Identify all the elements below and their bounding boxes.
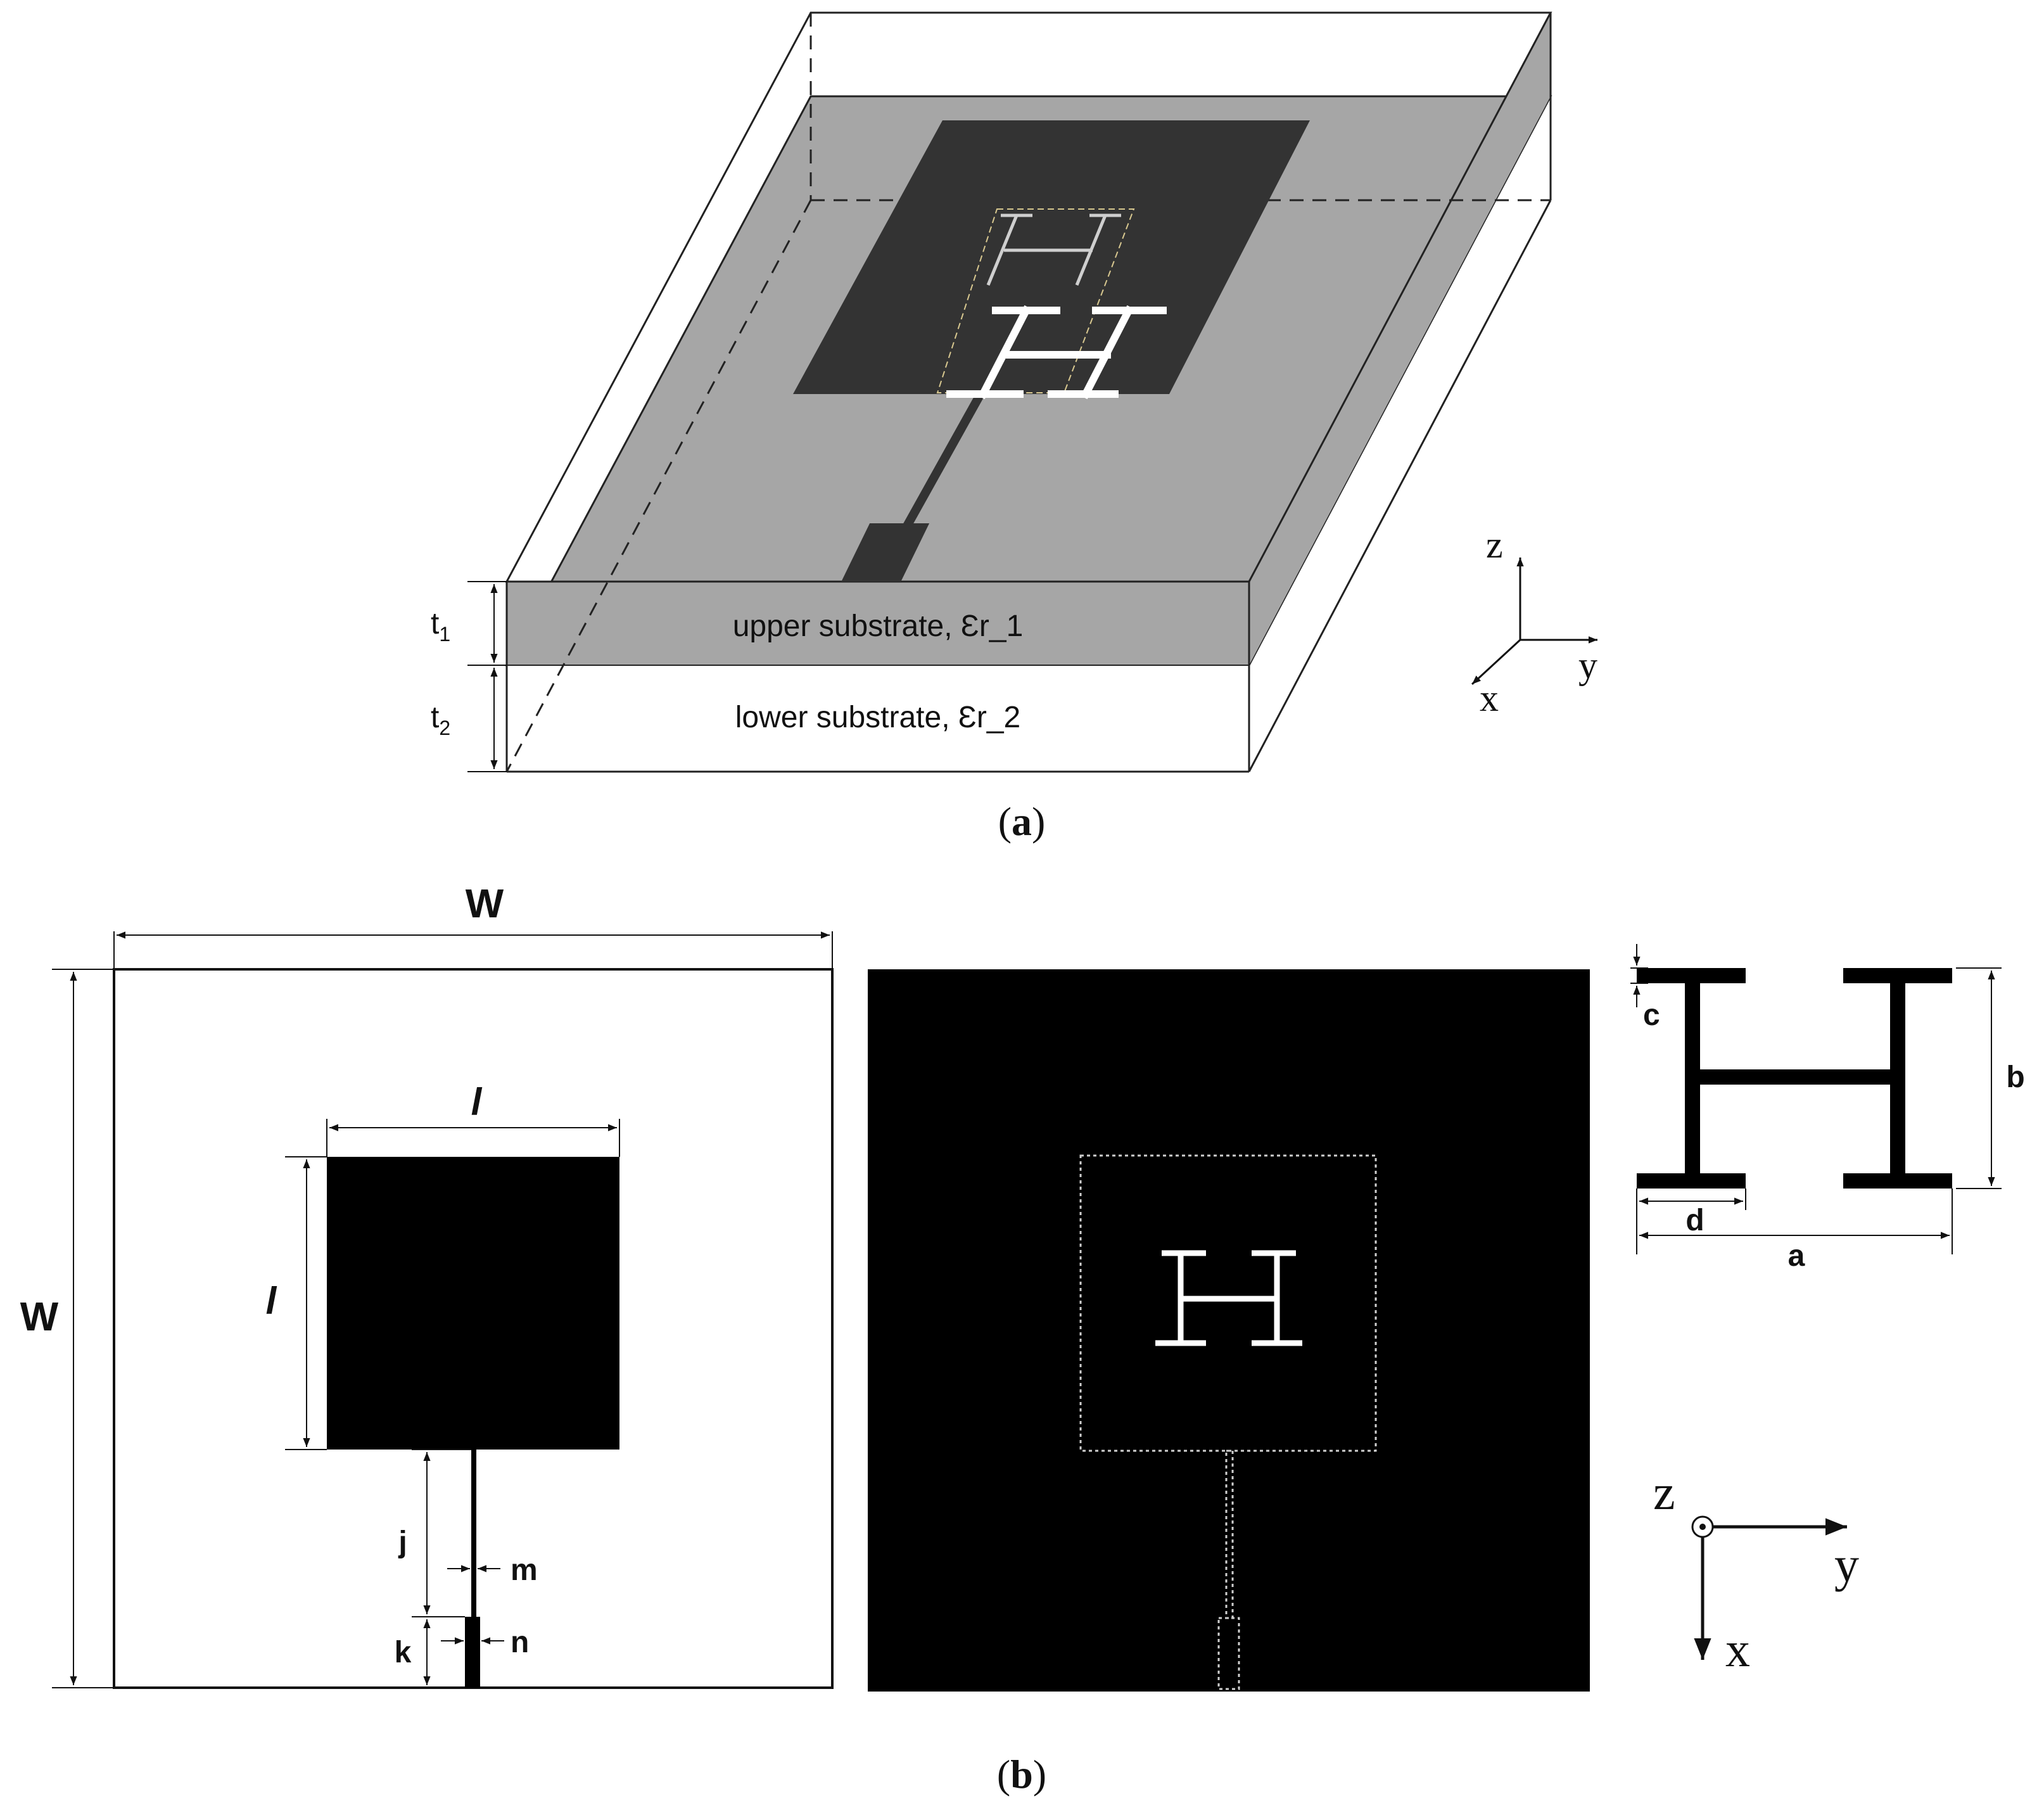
h-slot-reflection	[986, 214, 1121, 286]
feed-stub	[465, 1617, 480, 1688]
patch	[327, 1157, 619, 1450]
caption-a: (a)	[998, 799, 1046, 844]
ground-plane-view	[868, 969, 1590, 1692]
n-label: n	[511, 1626, 529, 1659]
t2-label: t2	[431, 701, 450, 739]
upper-substrate-front-face	[507, 582, 1249, 665]
w-left-label: W	[20, 1294, 59, 1339]
a-label: a	[1788, 1239, 1805, 1273]
axis-x-label-3d: x	[1480, 677, 1499, 719]
c-label: c	[1643, 998, 1660, 1032]
axis-z-label-2d: z	[1653, 1465, 1675, 1520]
lower-substrate-label: lower substrate, Ɛr_2	[735, 701, 1021, 734]
axis-x-label-2d: x	[1725, 1622, 1750, 1677]
t1-label: t1	[431, 607, 450, 646]
b-label: b	[2006, 1061, 2024, 1094]
axis-z-label-3d: z	[1486, 524, 1503, 566]
caption-b: (b)	[997, 1752, 1046, 1797]
feed-outline-dotted	[1225, 1450, 1234, 1619]
feed-stub-3d	[841, 523, 930, 582]
h-slot	[1155, 1250, 1302, 1346]
ground-plane-3d	[793, 120, 1310, 394]
lower-substrate-front-face	[507, 665, 1249, 772]
upper-substrate-label: upper substrate, Ɛr_1	[733, 609, 1024, 643]
patch-hidden-outline	[936, 208, 1135, 393]
upper-substrate-side-face	[1249, 13, 1551, 665]
j-label: j	[398, 1526, 407, 1559]
axes-2d: z y x	[1653, 1465, 1859, 1677]
l-top-label: l	[471, 1081, 483, 1123]
w-top-label: W	[466, 881, 504, 926]
feed-line-3d	[902, 394, 986, 526]
axes-3d: z y x	[1471, 524, 1597, 719]
k-label: k	[395, 1636, 412, 1669]
d-label: d	[1685, 1204, 1704, 1237]
axis-y-label-3d: y	[1578, 644, 1597, 686]
panel-a-3d-view: upper substrate, Ɛr_1 lower substrate, Ɛ…	[431, 11, 1597, 844]
ground-plane	[868, 969, 1590, 1692]
feed-stub-outline-dotted	[1217, 1617, 1240, 1690]
panel-b-top-views: W W l l j k	[20, 881, 2025, 1797]
patch-top-view: W W l l j k	[20, 881, 834, 1689]
h-slot-3d	[946, 305, 1167, 400]
axis-y-label-2d: y	[1834, 1537, 1859, 1592]
m-label: m	[511, 1553, 538, 1587]
feed-line	[471, 1450, 476, 1617]
l-left-label: l	[266, 1280, 277, 1322]
h-slot-detail: c b d a	[1630, 944, 2025, 1273]
